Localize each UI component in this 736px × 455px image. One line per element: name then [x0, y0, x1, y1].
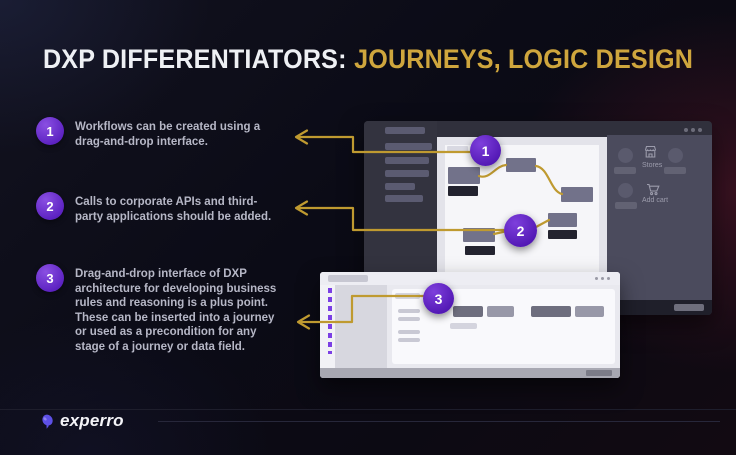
point-text: Calls to corporate APIs and third-party … — [75, 196, 272, 223]
bottom-bar-button-placeholder — [586, 370, 612, 376]
window-controls-icon — [684, 128, 702, 132]
mockup-badge-3: 3 — [423, 283, 454, 314]
panel-avatar-placeholder — [618, 183, 633, 198]
workflow-node — [548, 213, 577, 227]
brand-name: experro — [60, 411, 124, 430]
rule-chip — [575, 306, 604, 317]
field-row-placeholder — [398, 309, 420, 313]
footer-rule — [158, 421, 720, 422]
title-highlight: JOURNEYS, LOGIC DESIGN — [354, 44, 694, 74]
window-title-bar — [320, 272, 620, 285]
point-number-badge: 1 — [36, 117, 64, 145]
sidebar-item-placeholder — [385, 157, 429, 164]
arrow-head-3 — [296, 314, 311, 330]
panel-label-placeholder — [664, 167, 686, 174]
purple-dashed-rail — [328, 288, 332, 354]
store-icon — [643, 145, 658, 164]
canvas-toolbar-placeholder — [447, 146, 468, 152]
sidebar-item-placeholder — [385, 195, 423, 202]
mockup-badge-1: 1 — [470, 135, 501, 166]
point-item-3: 3 Drag-and-drop interface of DXP archite… — [36, 264, 298, 355]
rule-chip — [531, 306, 571, 317]
sidebar-item-placeholder — [385, 170, 429, 177]
sidebar-item-placeholder — [385, 183, 415, 190]
page-title: DXP DIFFERENTIATORS:JOURNEYS, LOGIC DESI… — [26, 44, 710, 75]
add-cart-label: Add cart — [642, 197, 669, 204]
window-controls-icon — [595, 277, 610, 280]
logo-icon — [42, 414, 53, 429]
panel-label-placeholder — [615, 202, 637, 209]
logic-window-mockup — [320, 272, 620, 378]
field-row-placeholder — [398, 330, 420, 334]
point-text: Workflows can be created using a drag-an… — [75, 121, 261, 148]
panel-label-placeholder — [614, 167, 636, 174]
rule-chip — [487, 306, 514, 317]
editor-label-placeholder — [395, 293, 420, 299]
brand-logo: experro — [40, 411, 124, 431]
workflow-node-label — [548, 230, 577, 239]
bottom-bar-button-placeholder — [674, 304, 704, 311]
workflow-node-label — [465, 246, 495, 255]
mockup-badge-2: 2 — [504, 214, 537, 247]
sidebar-item-placeholder — [385, 143, 432, 150]
point-item-2: 2 Calls to corporate APIs and third-part… — [36, 192, 298, 224]
workflow-node — [561, 187, 593, 202]
point-item-1: 1 Workflows can be created using a drag-… — [36, 117, 298, 149]
workflow-node — [448, 167, 480, 184]
workflow-node-label — [448, 186, 478, 196]
title-prefix: DXP DIFFERENTIATORS: — [42, 44, 347, 74]
rule-chip — [453, 306, 483, 317]
rule-sub-label — [450, 323, 477, 329]
point-text: Drag-and-drop interface of DXP architect… — [75, 268, 277, 353]
point-number-badge: 2 — [36, 192, 64, 220]
panel-avatar-placeholder — [618, 148, 633, 163]
title-bar-placeholder — [328, 275, 368, 282]
panel-avatar-placeholder — [668, 148, 683, 163]
cart-icon — [646, 183, 660, 201]
point-number-badge: 3 — [36, 264, 64, 292]
workflow-node — [506, 158, 536, 172]
sidebar-item-placeholder — [385, 127, 425, 134]
footer-divider — [0, 409, 736, 410]
window-bottom-bar — [320, 368, 620, 378]
field-row-placeholder — [398, 338, 420, 342]
commerce-panel: Stores Add cart — [607, 135, 712, 300]
workflow-node — [463, 228, 495, 242]
field-row-placeholder — [398, 317, 420, 321]
stores-label: Stores — [642, 162, 663, 169]
mockup-sidebar — [335, 285, 387, 368]
